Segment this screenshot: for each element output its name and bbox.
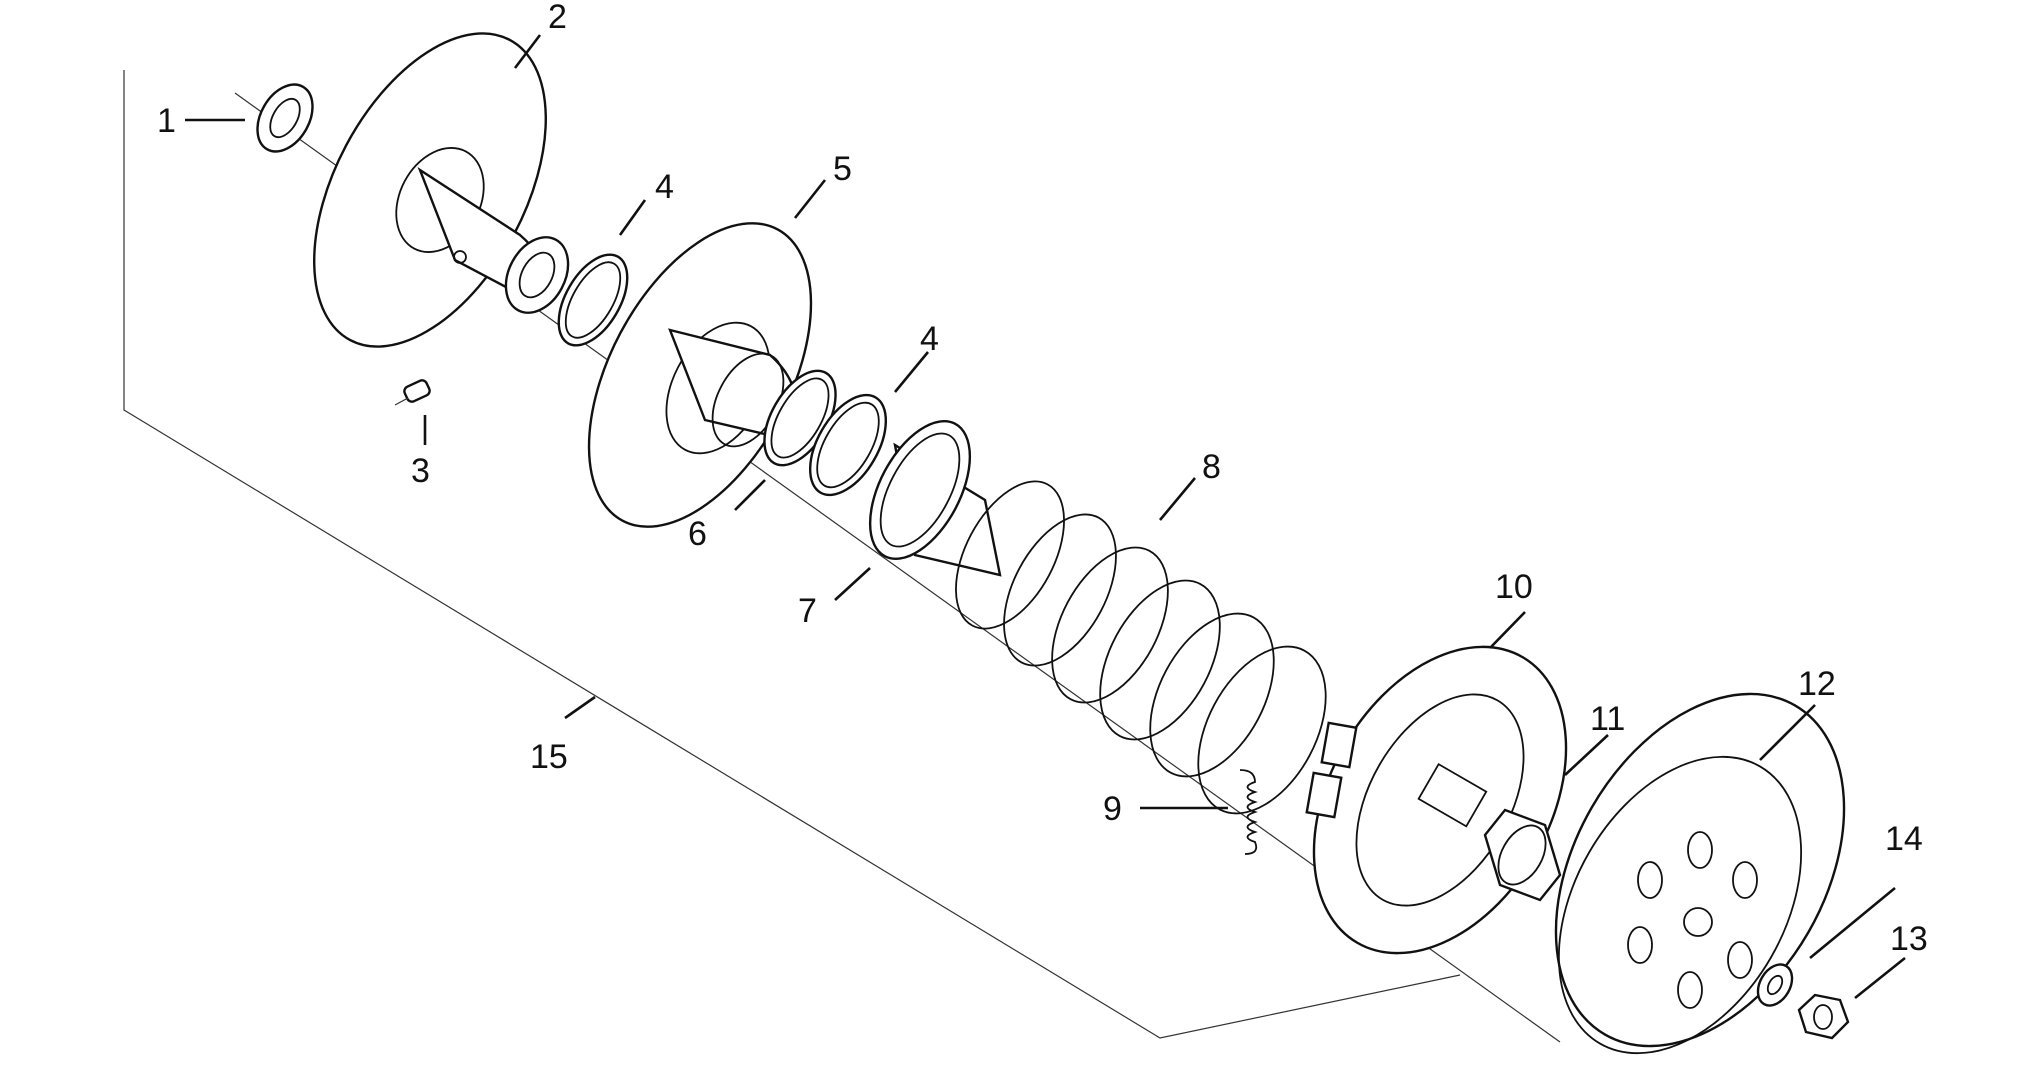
- part-4-o-ring-lower: [808, 393, 888, 497]
- callout-4-lower: 4: [920, 320, 939, 358]
- part-13-nut: [1797, 993, 1850, 1040]
- part-9-clutch-spring: [1239, 769, 1258, 855]
- callout-5: 5: [833, 150, 852, 188]
- leader-lines: [185, 34, 1906, 1000]
- callout-6: 6: [688, 515, 707, 553]
- callout-15: 15: [530, 738, 568, 776]
- callout-4-upper: 4: [655, 168, 674, 206]
- callout-11: 11: [1590, 700, 1625, 738]
- callout-8: 8: [1202, 448, 1221, 486]
- callout-13: 13: [1890, 920, 1928, 958]
- part-1-seal-ring: [256, 83, 314, 153]
- callout-2: 2: [548, 0, 567, 36]
- part-7-spring-seat: [868, 419, 1002, 577]
- part-14-washer: [1756, 963, 1794, 1007]
- part-3-pin: [394, 379, 431, 406]
- part-12-clutch-bell: [1554, 692, 1846, 1055]
- callout-12: 12: [1798, 665, 1836, 703]
- part-2-drive-face: [313, 32, 570, 348]
- callout-14: 14: [1885, 820, 1923, 858]
- callout-7: 7: [798, 592, 817, 630]
- assembly-bracket: [123, 70, 1461, 1039]
- part-8-spring: [955, 480, 1327, 815]
- part-11-hex-washer: [1483, 808, 1562, 902]
- callout-10: 10: [1495, 568, 1533, 606]
- callout-1: 1: [157, 102, 176, 140]
- callout-9: 9: [1103, 790, 1122, 828]
- part-4-o-ring-upper: [557, 253, 629, 347]
- callout-3: 3: [411, 452, 430, 490]
